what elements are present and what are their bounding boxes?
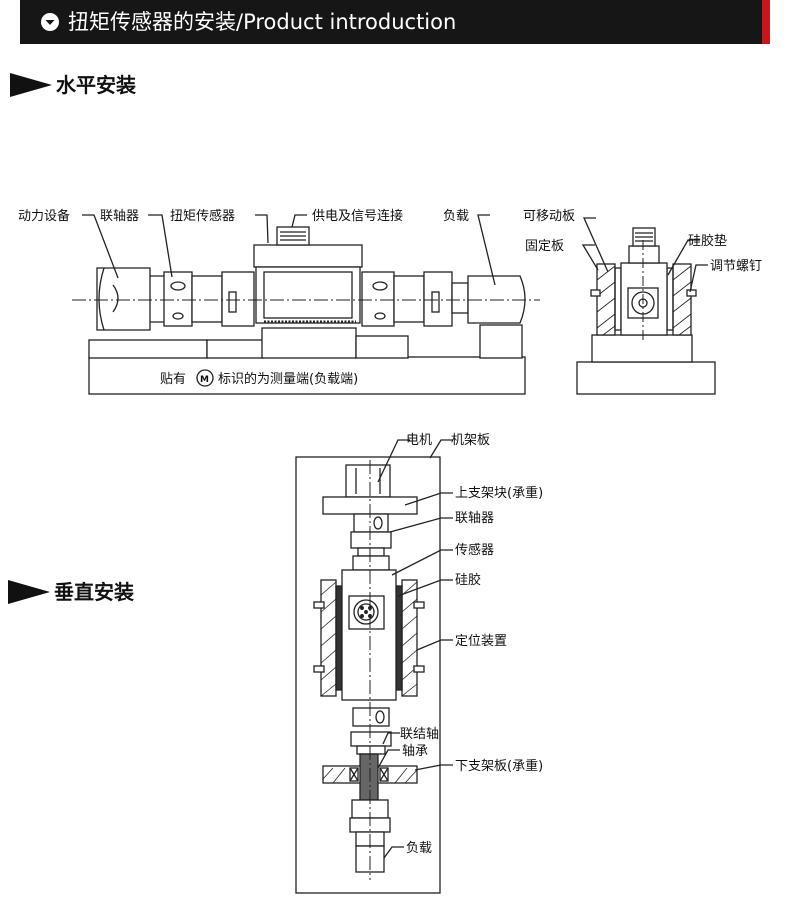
label-fixed-plate: 固定板 [525,239,564,254]
label-connecting-shaft: 联结轴 [400,727,439,742]
measurement-mark-letter: M [200,375,209,385]
label-motor: 电机 [406,433,432,448]
label-power-equipment: 动力设备 [18,208,70,224]
section-title-vertical: 垂直安装 [54,580,134,604]
label-silicone-pad: 硅胶垫 [688,233,727,249]
label-lower-support-plate: 下支架板(承重) [455,758,543,774]
section-title-horizontal: 水平安装 [56,73,136,97]
label-load: 负载 [443,209,469,224]
label-movable-plate: 可移动板 [523,209,575,224]
header-bar [20,0,762,44]
section-arrow-icon [10,73,52,97]
label-silicone: 硅胶 [455,572,481,588]
label-coupling: 联轴器 [100,209,139,224]
label-adjust-screw: 调节螺钉 [710,259,762,274]
label-bearing: 轴承 [402,744,428,759]
chevron-down-circle-icon [41,13,59,31]
label-load-vertical: 负载 [406,841,432,856]
label-upper-support-block: 上支架块(承重) [455,485,543,501]
measurement-mark-icon [196,369,214,387]
note-measurement-end: 标识的为测量端(负载端) [218,371,358,387]
label-torque-sensor: 扭矩传感器 [170,208,235,224]
header-accent [762,0,770,44]
label-frame-plate: 机架板 [451,433,490,448]
label-coupling-vertical: 联轴器 [455,511,494,526]
label-positioning-device: 定位装置 [455,634,507,649]
label-power-signal: 供电及信号连接 [312,208,403,224]
note-prefix: 贴有 [160,372,186,387]
section-arrow-icon [8,580,50,604]
label-sensor: 传感器 [455,542,494,558]
header-title: 扭矩传感器的安装/Product introduction [68,10,457,34]
